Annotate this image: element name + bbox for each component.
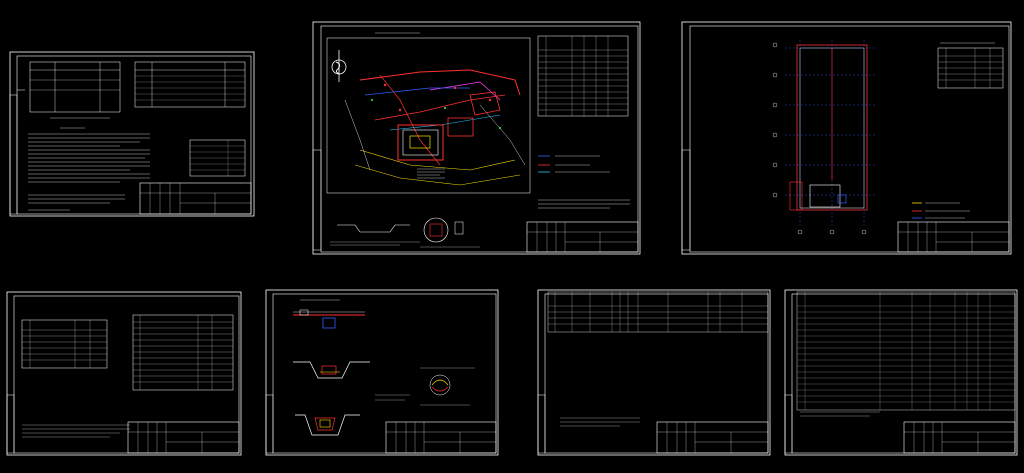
sheet-details[interactable] bbox=[265, 289, 499, 456]
sheet-general-data[interactable] bbox=[9, 51, 255, 217]
sheet-floor-plan[interactable] bbox=[681, 21, 1012, 255]
sheet-cable-table[interactable] bbox=[537, 289, 771, 456]
north-arrow-icon bbox=[331, 50, 347, 82]
sheet-schedule-left[interactable] bbox=[6, 291, 242, 456]
sheet-site-plan[interactable] bbox=[312, 21, 641, 255]
sheet-spec-table[interactable] bbox=[784, 289, 1018, 456]
